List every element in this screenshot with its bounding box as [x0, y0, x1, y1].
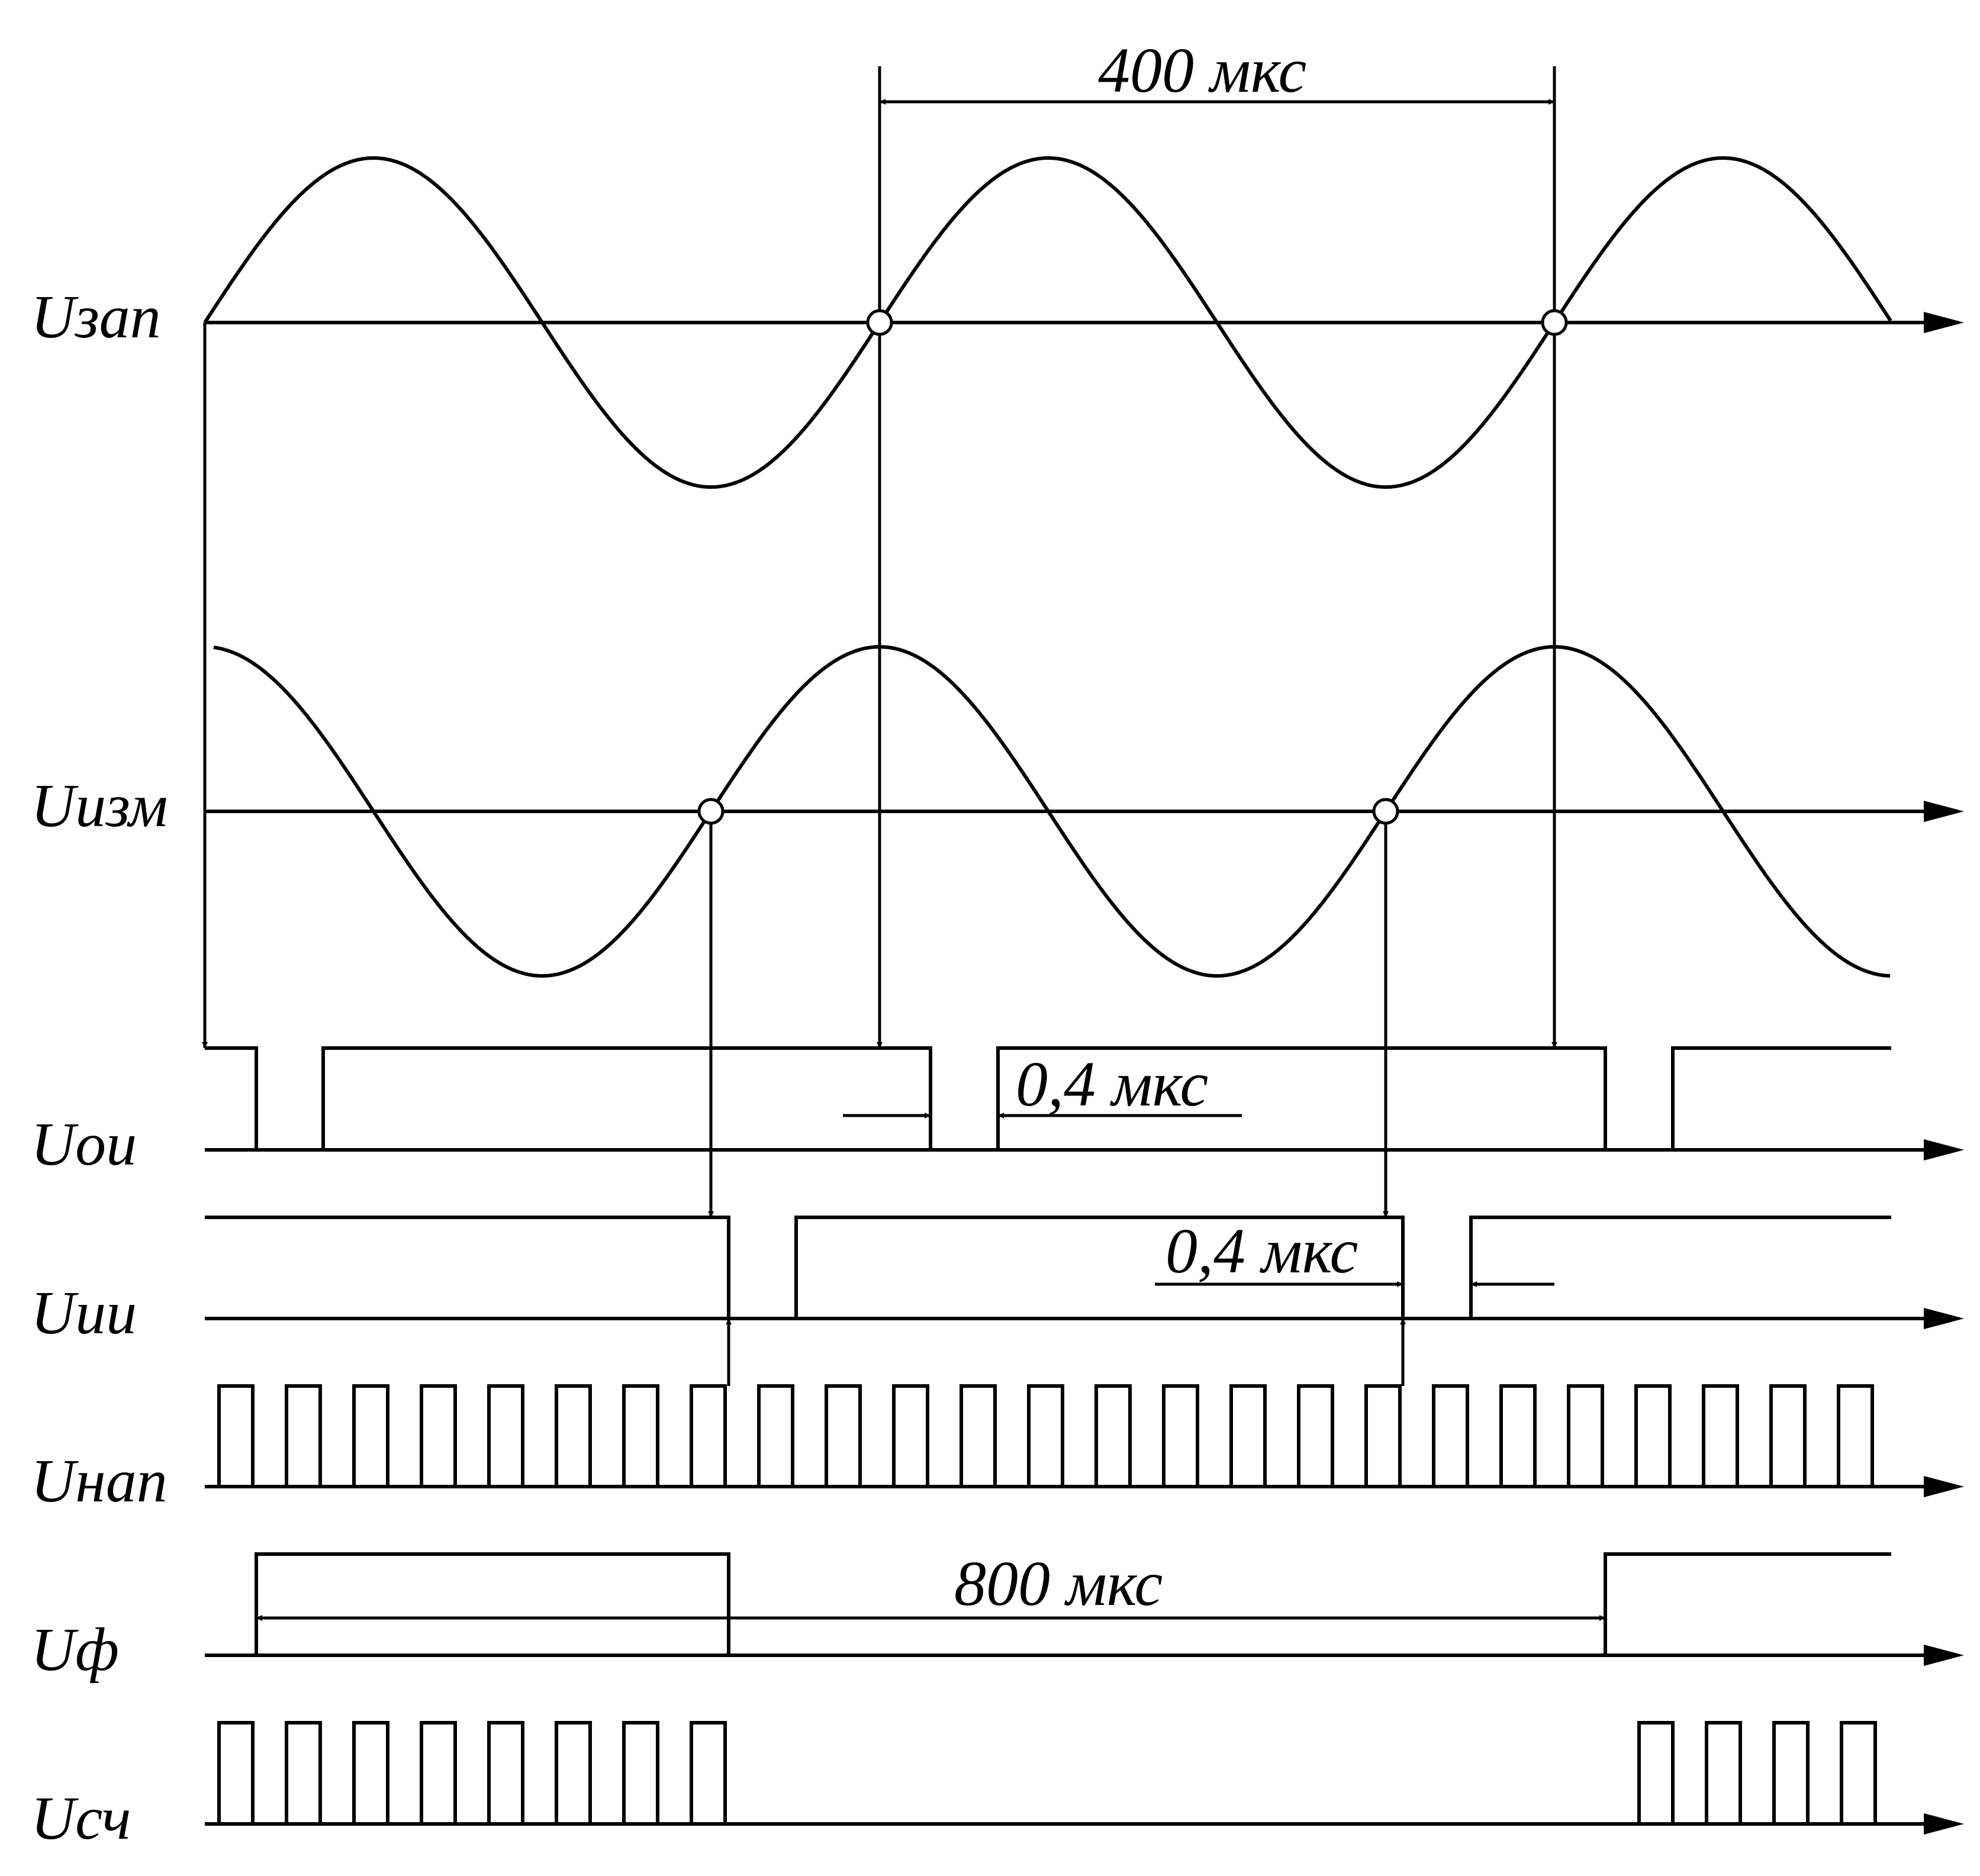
dim-label-delay-ii: 0,4 мкс — [1166, 1216, 1358, 1287]
axis-arrow-ii — [1924, 1308, 1964, 1329]
axis-arrow-oi — [1924, 1139, 1964, 1161]
label-ii: Uии — [31, 1279, 137, 1347]
crossing-marker-zap-1 — [866, 309, 893, 336]
axis-arrow-zap — [1924, 312, 1964, 333]
dim-label-period: 400 мкс — [1098, 36, 1306, 106]
axis-arrow-sch — [1924, 1813, 1964, 1835]
crossing-marker-izm-2 — [1372, 798, 1399, 825]
pulse-train-sch — [217, 1721, 1877, 1824]
pulse-train-ii — [205, 1216, 1891, 1320]
crossing-marker-zap-2 — [1541, 309, 1568, 336]
label-f: Uф — [31, 1616, 119, 1684]
pulse-train-oi — [205, 1046, 1891, 1152]
wave-izm — [213, 645, 1891, 978]
pulse-train-f — [255, 1552, 1891, 1655]
axis-arrow-f — [1924, 1645, 1964, 1666]
axis-arrow-nap — [1924, 1476, 1964, 1497]
wave-zap — [203, 156, 1892, 489]
label-sch: Uсч — [31, 1784, 131, 1852]
label-oi: Uои — [31, 1110, 137, 1178]
label-izm: Uизм — [31, 772, 168, 840]
label-nap: Uнап — [31, 1447, 168, 1515]
pulse-train-nap — [217, 1384, 1874, 1487]
axis-arrow-izm — [1924, 801, 1964, 822]
dim-label-phase-window: 800 мкс — [954, 1549, 1163, 1619]
dim-label-delay-oi: 0,4 мкс — [1016, 1049, 1208, 1120]
label-zap: Uзап — [31, 283, 161, 351]
crossing-marker-izm-1 — [697, 798, 725, 825]
